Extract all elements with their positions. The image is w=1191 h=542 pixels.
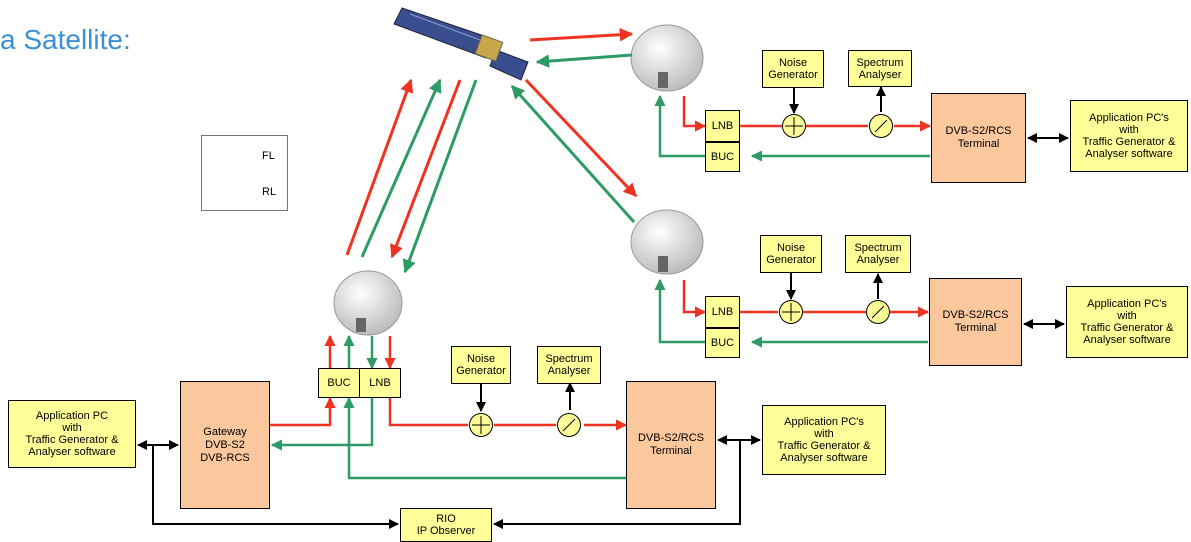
spectrum-line: Analyser	[858, 68, 902, 81]
app-pc-line: with	[62, 422, 82, 434]
terminal2-dish-icon	[630, 209, 704, 275]
gateway-app-pc-box: Application PC with Traffic Generator & …	[8, 400, 136, 468]
terminal1-terminal-box: DVB-S2/RCS Terminal	[931, 93, 1026, 183]
lnb-label: LNB	[711, 306, 734, 318]
terminal-line: DVB-S2/RCS	[942, 309, 1009, 321]
noise-line: Generator	[456, 365, 506, 377]
terminal2-terminal-box: DVB-S2/RCS Terminal	[929, 278, 1022, 366]
gateway-terminal-box: DVB-S2/RCS Terminal	[626, 381, 716, 509]
app-pcs-line: Application PC's	[1087, 298, 1167, 310]
legend-fl-label: FL	[262, 150, 275, 162]
noise-line: Noise	[776, 242, 806, 254]
terminal-line: Terminal	[650, 445, 692, 457]
gateway-line: DVB-RCS	[200, 451, 250, 464]
terminal1-dish-icon	[630, 24, 704, 92]
terminal2-spectrum-analyser-box: Spectrum Analyser	[845, 235, 911, 273]
terminal1-noise-mixer-icon	[782, 114, 806, 138]
terminal2-lnb-box: LNB	[705, 296, 740, 328]
gateway-lnb-box: LNB	[359, 368, 401, 398]
spectrum-line: Analyser	[856, 254, 900, 266]
app-pcs-line: Traffic Generator &	[1080, 322, 1174, 334]
app-pcs-line: Application PC's	[784, 416, 864, 428]
app-pcs-line: with	[1117, 310, 1137, 322]
noise-line: Noise	[466, 353, 496, 365]
legend	[201, 135, 288, 211]
terminal1-lnb-box: LNB	[705, 110, 740, 142]
satellite-icon	[393, 7, 529, 81]
noise-line: Noise	[778, 57, 808, 69]
app-pcs-line: Traffic Generator &	[777, 440, 871, 452]
noise-line: Generator	[766, 254, 816, 266]
app-pcs-line: Analyser software	[1083, 334, 1171, 346]
gateway-line: DVB-S2	[205, 438, 245, 451]
spectrum-line: Analyser	[547, 365, 591, 377]
terminal1-noise-generator-box: Noise Generator	[762, 50, 824, 88]
app-pcs-line: Traffic Generator &	[1082, 136, 1176, 148]
app-pcs-line: Analyser software	[780, 452, 868, 464]
rio-line: RIO	[436, 513, 456, 525]
app-pc-line: Application PC	[35, 410, 109, 422]
terminal1-spectrum-analyser-box: Spectrum Analyser	[848, 50, 912, 87]
gateway-spectrum-analyser-box: Spectrum Analyser	[537, 346, 601, 384]
gateway-noise-generator-box: Noise Generator	[451, 346, 511, 384]
gateway-coupler-icon	[557, 413, 581, 437]
terminal2-app-pcs-box: Application PC's with Traffic Generator …	[1066, 286, 1188, 358]
buc-label: BUC	[710, 151, 735, 163]
app-pcs-line: Application PC's	[1089, 112, 1169, 124]
terminal1-coupler-icon	[869, 114, 893, 138]
app-pcs-line: with	[1119, 124, 1139, 136]
buc-label: BUC	[327, 377, 351, 389]
terminal2-noise-mixer-icon	[779, 300, 803, 324]
gateway-box: Gateway DVB-S2 DVB-RCS	[180, 381, 270, 509]
spectrum-line: Spectrum	[545, 353, 593, 365]
uplink-arrows	[345, 78, 478, 274]
terminal-line: DVB-S2/RCS	[637, 432, 705, 444]
gateway-dish-icon	[333, 270, 403, 336]
app-pc-line: Analyser software	[28, 446, 116, 458]
lnb-label: LNB	[369, 377, 391, 389]
gateway-line: Gateway	[203, 425, 247, 438]
terminal1-buc-box: BUC	[705, 142, 740, 172]
terminal-line: DVB-S2/RCS	[945, 125, 1012, 137]
gateway-noise-mixer-icon	[469, 413, 493, 437]
terminal2-noise-generator-box: Noise Generator	[760, 235, 822, 273]
rio-ip-observer-box: RIO IP Observer	[400, 508, 492, 542]
terminal-line: Terminal	[957, 138, 1000, 150]
lnb-label: LNB	[711, 120, 734, 132]
app-pcs-line: Analyser software	[1085, 148, 1173, 160]
gateway-buc-box: BUC	[318, 368, 360, 398]
terminal-line: Terminal	[954, 322, 997, 334]
gateway-app-pcs-box: Application PC's with Traffic Generator …	[762, 405, 886, 475]
spectrum-line: Spectrum	[854, 242, 902, 254]
terminal1-app-pcs-box: Application PC's with Traffic Generator …	[1070, 100, 1188, 172]
rio-line: IP Observer	[416, 525, 476, 537]
terminal1-link-arrows	[510, 27, 638, 224]
app-pc-line: Traffic Generator &	[25, 434, 119, 446]
buc-label: BUC	[710, 337, 735, 349]
terminal2-buc-box: BUC	[705, 328, 740, 358]
spectrum-line: Spectrum	[856, 56, 904, 69]
terminal2-coupler-icon	[866, 300, 890, 324]
legend-rl-label: RL	[262, 186, 277, 198]
page-title: a Satellite:	[0, 24, 131, 55]
noise-line: Generator	[768, 69, 818, 81]
app-pcs-line: with	[814, 428, 834, 440]
